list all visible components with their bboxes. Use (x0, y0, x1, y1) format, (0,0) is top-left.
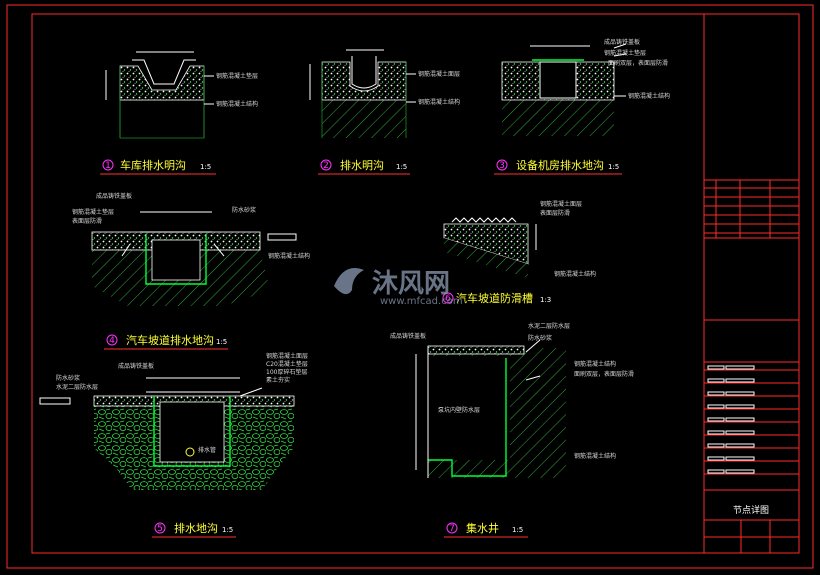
d1-label-a: 钢筋混凝土垫层 (216, 72, 258, 80)
svg-text:1:5: 1:5 (512, 526, 523, 534)
d5-label-e: C20混凝土垫层 (266, 360, 308, 368)
d4-label-c: 表面层防滑 (72, 217, 102, 225)
d7-label-e: 面刷双层，表面层防滑 (574, 370, 634, 378)
d7-label-a: 成品铸铁盖板 (390, 332, 426, 340)
d7-label-d: 钢筋混凝土结构 (574, 360, 616, 368)
d6-label-c: 钢筋混凝土结构 (554, 270, 596, 278)
d6-label-b: 表面层防滑 (540, 209, 570, 217)
d1-label-b: 钢筋混凝土结构 (216, 100, 258, 108)
drawing-name: 节点详图 (733, 504, 769, 516)
svg-text:1:5: 1:5 (216, 338, 227, 346)
d5-label-b: 防水砂浆 (56, 374, 80, 382)
svg-text:4: 4 (109, 336, 115, 346)
svg-text:2: 2 (323, 161, 329, 171)
detail-1-title: 车库排水明沟 (120, 158, 186, 172)
d3-label-a: 成品铸铁盖板 (604, 38, 640, 46)
detail-4-caption: 4 汽车坡道排水地沟 1:5 (104, 333, 228, 350)
site-watermark: 沐风网 www.mfcad.com (334, 268, 463, 307)
detail-6-caption: 6 汽车坡道防滑槽 1:3 (442, 291, 551, 305)
d5-label-g: 素土夯实 (266, 376, 290, 384)
d3-label-b: 钢筋混凝土垫层 (604, 49, 646, 57)
svg-text:1: 1 (105, 161, 111, 171)
detail-3-section: 成品铸铁盖板 钢筋混凝土垫层 面刷双层，表面层防滑 钢筋混凝土结构 (501, 38, 670, 136)
d7-label-c: 防水砂浆 (528, 334, 552, 342)
svg-text:5: 5 (157, 524, 163, 534)
d3-label-c: 面刷双层，表面层防滑 (608, 59, 668, 67)
d5-label-h: 排水管 (198, 446, 216, 454)
svg-text:1:5: 1:5 (608, 163, 619, 171)
detail-7-caption: 7 集水井 1:5 (444, 521, 528, 538)
detail-4-title: 汽车坡道排水地沟 (126, 333, 214, 347)
svg-text:3: 3 (499, 161, 505, 171)
detail-2-caption: 2 排水明沟 1:5 (318, 158, 410, 175)
d5-label-f: 100厚碎石垫层 (266, 368, 307, 376)
d5-label-c: 水泥二层防水层 (56, 383, 98, 391)
detail-5-title: 排水地沟 (174, 521, 218, 535)
watermark-brand: 沐风网 (372, 269, 450, 299)
detail-3-title: 设备机房排水地沟 (516, 158, 604, 172)
detail-3-caption: 3 设备机房排水地沟 1:5 (494, 158, 622, 175)
d5-label-d: 钢筋混凝土面层 (266, 352, 308, 360)
detail-4-section: 成品铸铁盖板 钢筋混凝土垫层 表面层防滑 防水砂浆 钢筋混凝土结构 (72, 192, 310, 306)
d4-label-a: 成品铸铁盖板 (96, 192, 132, 200)
detail-1-section: 钢筋混凝土垫层 钢筋混凝土结构 (105, 51, 258, 139)
detail-2-title: 排水明沟 (340, 158, 384, 172)
svg-text:1:5: 1:5 (222, 526, 233, 534)
detail-7-title: 集水井 (466, 521, 499, 535)
detail-5-section: 成品铸铁盖板 防水砂浆 水泥二层防水层 钢筋混凝土面层 C20混凝土垫层 100… (39, 352, 308, 490)
detail-7-section: 成品铸铁盖板 水泥二层防水层 防水砂浆 钢筋混凝土结构 面刷双层，表面层防滑 钢… (390, 322, 634, 478)
svg-text:1:5: 1:5 (200, 163, 211, 171)
svg-text:6: 6 (445, 294, 451, 304)
detail-6-section: 钢筋混凝土面层 表面层防滑 钢筋混凝土结构 (443, 200, 596, 278)
d4-label-d: 防水砂浆 (232, 206, 256, 214)
outer-frame (6, 4, 814, 569)
d4-label-b: 钢筋混凝土垫层 (72, 208, 114, 216)
d4-label-e: 钢筋混凝土结构 (268, 252, 310, 260)
detail-1-caption: 1 车库排水明沟 1:5 (100, 158, 216, 175)
inner-frame (31, 13, 800, 554)
d2-label-b: 钢筋混凝土结构 (418, 98, 460, 106)
watermark-logo-icon (334, 268, 364, 295)
d2-label-a: 钢筋混凝土面层 (418, 70, 460, 78)
svg-text:7: 7 (449, 524, 455, 534)
detail-5-caption: 5 排水地沟 1:5 (152, 521, 236, 538)
title-block: 节点详图 (703, 14, 799, 553)
d3-label-d: 钢筋混凝土结构 (628, 92, 670, 100)
svg-text:1:3: 1:3 (540, 296, 551, 304)
svg-text:1:5: 1:5 (396, 163, 407, 171)
watermark-url: www.mfcad.com (380, 296, 463, 307)
d7-label-b: 水泥二层防水层 (528, 322, 570, 330)
d5-label-a: 成品铸铁盖板 (118, 362, 154, 370)
d7-label-g: 泵坑内壁防水层 (438, 406, 480, 414)
d6-label-a: 钢筋混凝土面层 (540, 200, 582, 208)
d7-label-f: 钢筋混凝土结构 (574, 452, 616, 460)
detail-2-section: 钢筋混凝土面层 钢筋混凝土结构 (309, 49, 460, 138)
detail-6-title: 汽车坡道防滑槽 (456, 291, 533, 305)
